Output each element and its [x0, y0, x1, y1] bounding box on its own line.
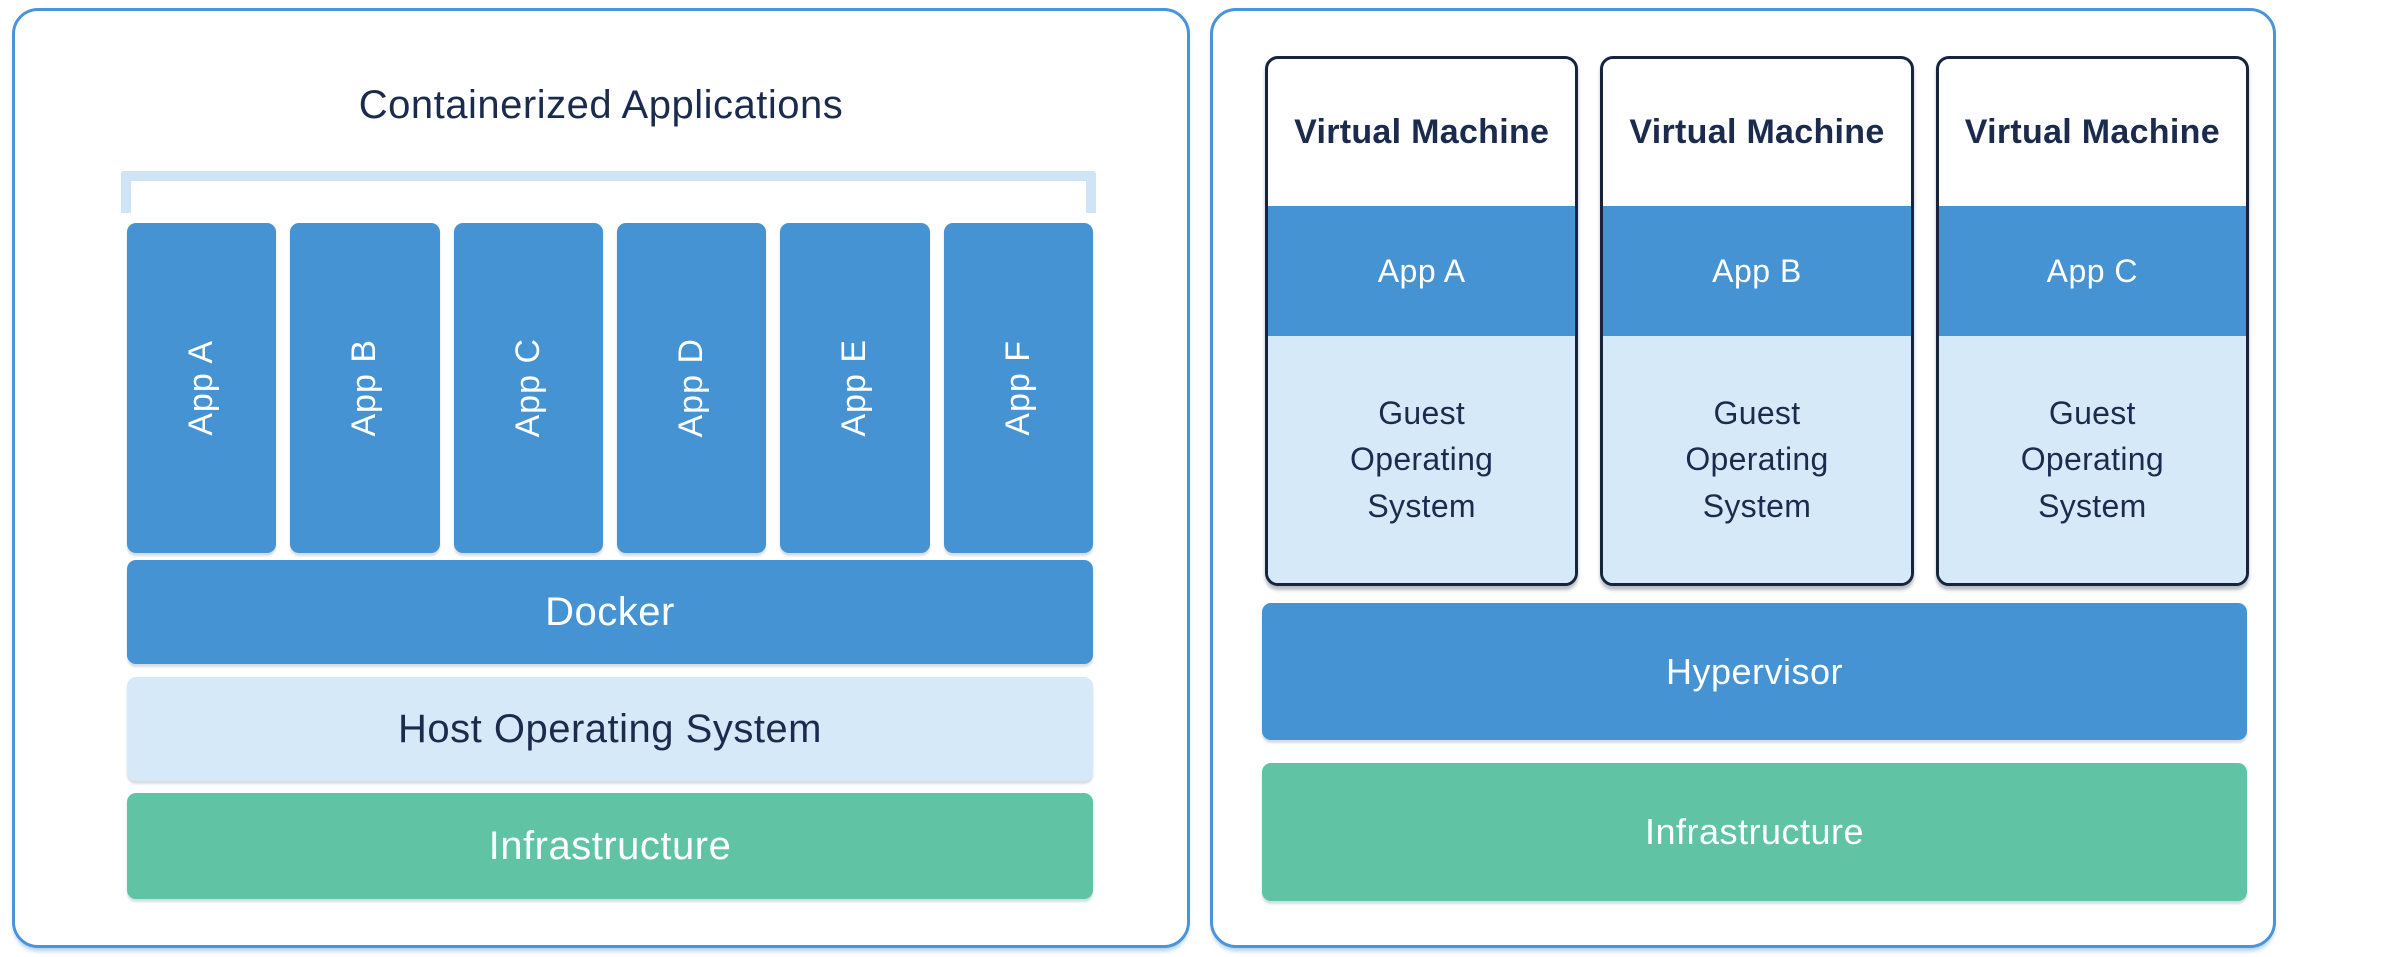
vm-guest-os-layer: Guest Operating System [1268, 336, 1576, 583]
vm-guest-os-layer: Guest Operating System [1603, 336, 1911, 583]
docker-layer: Docker [127, 560, 1093, 664]
vm-app-layer: App C [1938, 206, 2246, 336]
vm-title: Virtual Machine [1294, 113, 1550, 151]
container-app-bar: App D [616, 223, 767, 553]
container-app-bar: App B [290, 223, 440, 553]
vm-title: Virtual Machine [1629, 113, 1885, 151]
vm-box: Virtual Machine App B Guest Operating Sy… [1600, 56, 1914, 586]
containers-panel-title: Containerized Applications [358, 83, 844, 127]
vm-guest-os-label: Guest Operating System [1350, 394, 1494, 524]
vm-box: Virtual Machine App A Guest Operating Sy… [1265, 56, 1579, 586]
container-app-bar: App E [780, 223, 930, 553]
container-app-label: App B [345, 339, 384, 437]
infrastructure-layer: Infrastructure [1262, 763, 2247, 901]
container-app-label: App C [508, 338, 547, 438]
vm-app-layer: App B [1603, 206, 1911, 336]
infrastructure-layer: Infrastructure [127, 793, 1093, 899]
vm-app-layer: App A [1268, 206, 1576, 336]
host-os-layer: Host Operating System [127, 677, 1093, 781]
container-app-label: App F [998, 340, 1037, 436]
container-app-bar: App A [127, 223, 277, 553]
container-app-label: App D [672, 338, 711, 438]
container-app-label: App E [835, 339, 874, 437]
vm-title: Virtual Machine [1964, 113, 2220, 151]
vm-guest-os-label: Guest Operating System [2020, 394, 2164, 524]
container-group-bracket [121, 171, 1096, 213]
container-app-label: App A [182, 340, 221, 436]
container-app-bar: App F [943, 223, 1093, 553]
vm-guest-os-label: Guest Operating System [1685, 394, 1829, 524]
container-app-bar: App C [453, 223, 603, 553]
vms-panel: Virtual Machine App A Guest Operating Sy… [1210, 8, 2276, 948]
vm-box: Virtual Machine App C Guest Operating Sy… [1935, 56, 2249, 586]
hypervisor-layer: Hypervisor [1262, 603, 2247, 740]
container-apps-row: App A App B App C App D App E App F [127, 223, 1093, 553]
containers-panel: Containerized Applications App A App B A… [12, 8, 1190, 948]
vm-guest-os-layer: Guest Operating System [1938, 336, 2246, 583]
vm-row: Virtual Machine App A Guest Operating Sy… [1265, 56, 2249, 586]
